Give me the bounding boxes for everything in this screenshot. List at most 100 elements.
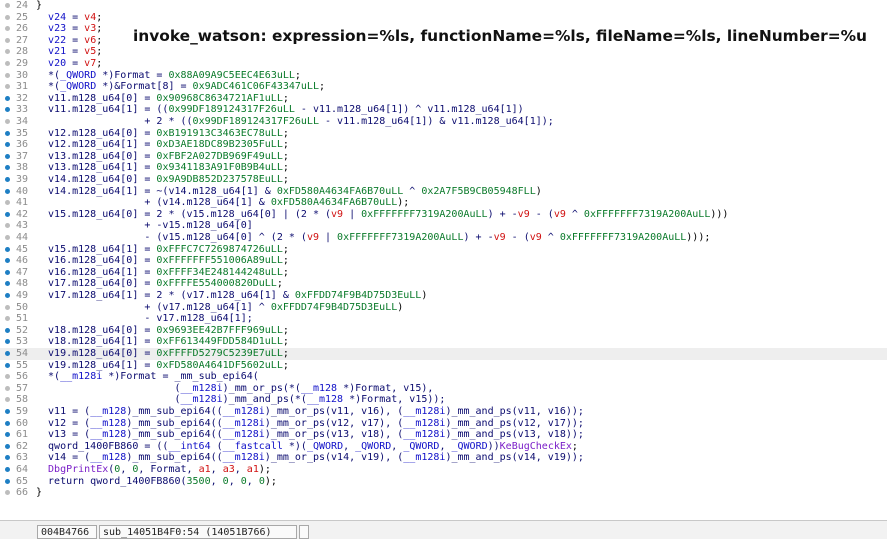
breakpoint-dot-icon[interactable] — [5, 153, 10, 159]
breakpoint-dot-icon[interactable] — [5, 362, 10, 368]
code-line[interactable]: 38 v13.m128_u64[1] = 0x9341183A91F0B9B4u… — [0, 162, 887, 174]
breakpoint-dot-icon[interactable] — [5, 455, 10, 461]
code-line[interactable]: 33 v11.m128_u64[1] = ((0x99DF189124317F2… — [0, 104, 887, 116]
code-line[interactable]: 58 (__m128i)_mm_and_ps(*(__m128 *)Format… — [0, 394, 887, 406]
code-line[interactable]: 43 + -v15.m128_u64[0] — [0, 220, 887, 232]
breakpoint-dot-icon[interactable] — [5, 467, 10, 472]
code-line[interactable]: 52 v18.m128_u64[0] = 0x9693EE42B7FFF969u… — [0, 325, 887, 337]
line-number: 34 — [15, 116, 28, 127]
code-line[interactable]: 53 v18.m128_u64[1] = 0xFF613449FDD584D1u… — [0, 336, 887, 348]
code-line[interactable]: 57 (__m128i)_mm_or_ps(*(__m128 *)Format,… — [0, 383, 887, 395]
breakpoint-dot-icon[interactable] — [5, 258, 10, 264]
gutter-dot-icon[interactable] — [5, 119, 10, 124]
gutter-dot-icon[interactable] — [5, 304, 10, 310]
gutter-dot-icon[interactable] — [5, 374, 10, 380]
gutter-dot-icon[interactable] — [5, 61, 10, 66]
code-line[interactable]: 60 v12 = (__m128)_mm_sub_epi64((__m128i)… — [0, 418, 887, 430]
code-line[interactable]: 32 v11.m128_u64[0] = 0x90968C8634721AF1u… — [0, 93, 887, 105]
breakpoint-dot-icon[interactable] — [5, 107, 10, 113]
code-line[interactable]: 48 v17.m128_u64[0] = 0xFFFFE554000820DuL… — [0, 278, 887, 290]
code-line[interactable]: 64 DbgPrintEx(0, 0, Format, a1, a3, a1); — [0, 464, 887, 476]
breakpoint-dot-icon[interactable] — [5, 281, 10, 287]
breakpoint-dot-icon[interactable] — [5, 478, 10, 484]
breakpoint-dot-icon[interactable] — [5, 130, 10, 136]
code-line[interactable]: 61 v13 = (__m128)_mm_sub_epi64((__m128i)… — [0, 429, 887, 441]
breakpoint-dot-icon[interactable] — [5, 420, 10, 426]
code-text: - v17.m128_u64[1]; — [36, 313, 253, 325]
code-line[interactable]: 40 v14.m128_u64[1] = ~(v14.m128_u64[1] &… — [0, 186, 887, 198]
code-line[interactable]: 66} — [0, 487, 887, 499]
code-line[interactable]: 59 v11 = (__m128)_mm_sub_epi64((__m128i)… — [0, 406, 887, 418]
code-line[interactable]: 42 v15.m128_u64[0] = 2 * (v15.m128_u64[0… — [0, 209, 887, 221]
code-line[interactable]: 28 v21 = v5; — [0, 46, 887, 58]
code-line[interactable]: 27 v22 = v6; — [0, 35, 887, 47]
gutter-dot-icon[interactable] — [5, 72, 10, 78]
breakpoint-dot-icon[interactable] — [5, 142, 10, 148]
line-number: 47 — [15, 266, 28, 278]
code-text: v12.m128_u64[0] = 0xB191913C3463EC78uLL; — [36, 127, 289, 139]
code-line[interactable]: 31 *(_QWORD *)&Format[8] = 0x9ADC461C06F… — [0, 81, 887, 93]
gutter-dot-icon[interactable] — [5, 490, 10, 496]
gutter-dot-icon[interactable] — [5, 385, 10, 391]
pseudocode-view[interactable]: 24}25 v24 = v4;26 v23 = v3;27 v22 = v6;2… — [0, 0, 887, 520]
breakpoint-dot-icon[interactable] — [5, 177, 10, 182]
code-line[interactable]: 56 *(__m128i *)Format = _mm_sub_epi64( — [0, 371, 887, 383]
code-line[interactable]: 26 v23 = v3; — [0, 23, 887, 35]
breakpoint-dot-icon[interactable] — [5, 409, 10, 414]
code-line[interactable]: 44 - (v15.m128_u64[0] ^ (2 * (v9 | 0xFFF… — [0, 232, 887, 244]
gutter-dot-icon[interactable] — [5, 3, 10, 8]
breakpoint-dot-icon[interactable] — [5, 339, 10, 345]
breakpoint-dot-icon[interactable] — [5, 165, 10, 171]
gutter-dot-icon[interactable] — [5, 235, 10, 240]
line-number: 40 — [15, 185, 28, 197]
gutter-dot-icon[interactable] — [5, 37, 10, 43]
code-line[interactable]: 45 v15.m128_u64[1] = 0xFFFC7C7269874726u… — [0, 244, 887, 256]
code-line[interactable]: 24} — [0, 0, 887, 12]
code-line[interactable]: 34 + 2 * ((0x99DF189124317F26uLL - v11.m… — [0, 116, 887, 128]
code-line[interactable]: 65 return qword_1400FB860(3500, 0, 0, 0)… — [0, 476, 887, 488]
gutter-dot-icon[interactable] — [5, 316, 10, 322]
breakpoint-dot-icon[interactable] — [5, 95, 10, 101]
breakpoint-dot-icon[interactable] — [5, 327, 10, 333]
code-line[interactable]: 29 v20 = v7; — [0, 58, 887, 70]
gutter-dot-icon[interactable] — [5, 26, 10, 32]
code-line[interactable]: 55 v19.m128_u64[1] = 0xFD580A4641DF5602u… — [0, 360, 887, 372]
gutter-dot-icon[interactable] — [5, 200, 10, 206]
code-line[interactable]: 37 v13.m128_u64[0] = 0xFBF2A027DB969F49u… — [0, 151, 887, 163]
gutter-dot-icon[interactable] — [5, 223, 10, 229]
code-line[interactable]: 30 *(_QWORD *)Format = 0x88A09A9C5EEC4E6… — [0, 70, 887, 82]
code-line[interactable]: 46 v16.m128_u64[0] = 0xFFFFFFF551006A89u… — [0, 255, 887, 267]
gutter-dot-icon[interactable] — [5, 84, 10, 90]
code-line[interactable]: 35 v12.m128_u64[0] = 0xB191913C3463EC78u… — [0, 128, 887, 140]
line-number: 24 — [15, 0, 28, 11]
breakpoint-dot-icon[interactable] — [5, 188, 10, 194]
code-text: v12.m128_u64[1] = 0xD3AE18DC89B2305FuLL; — [36, 139, 289, 151]
code-line[interactable]: 36 v12.m128_u64[1] = 0xD3AE18DC89B2305Fu… — [0, 139, 887, 151]
code-line[interactable]: 63 v14 = (__m128)_mm_sub_epi64((__m128i)… — [0, 452, 887, 464]
code-line[interactable]: 47 v16.m128_u64[1] = 0xFFFF34E248144248u… — [0, 267, 887, 279]
code-text: *(_QWORD *)&Format[8] = 0x9ADC461C06F433… — [36, 81, 326, 93]
breakpoint-dot-icon[interactable] — [5, 293, 10, 298]
code-line[interactable]: 51 - v17.m128_u64[1]; — [0, 313, 887, 325]
code-text: v22 = v6; — [48, 34, 103, 46]
breakpoint-dot-icon[interactable] — [5, 211, 10, 217]
code-line[interactable]: 54 v19.m128_u64[0] = 0xFFFFD5279C5239E7u… — [0, 348, 887, 360]
code-line[interactable]: 41 + (v14.m128_u64[1] & 0xFD580A4634FA6B… — [0, 197, 887, 209]
code-line[interactable]: 39 v14.m128_u64[0] = 0x9A9DB852D237578Eu… — [0, 174, 887, 186]
breakpoint-dot-icon[interactable] — [5, 432, 10, 438]
code-line[interactable]: 25 v24 = v4; — [0, 12, 887, 24]
code-text: v19.m128_u64[1] = 0xFD580A4641DF5602uLL; — [36, 359, 289, 371]
breakpoint-dot-icon[interactable] — [5, 351, 10, 356]
code-line[interactable]: 62 qword_1400FB860 = ((__int64 (__fastca… — [0, 441, 887, 453]
breakpoint-dot-icon[interactable] — [5, 443, 10, 449]
breakpoint-dot-icon[interactable] — [5, 269, 10, 275]
line-number: 49 — [15, 290, 28, 301]
code-line[interactable]: 49 v17.m128_u64[1] = 2 * (v17.m128_u64[1… — [0, 290, 887, 302]
overlay-caption: invoke_watson: expression=%ls, functionN… — [133, 27, 868, 45]
code-line[interactable]: 50 + (v17.m128_u64[1] ^ 0xFFDD74F9B4D75D… — [0, 302, 887, 314]
gutter-dot-icon[interactable] — [5, 397, 10, 403]
breakpoint-dot-icon[interactable] — [5, 246, 10, 252]
code-text: v11.m128_u64[0] = 0x90968C8634721AF1uLL; — [36, 92, 289, 104]
gutter-dot-icon[interactable] — [5, 49, 10, 55]
gutter-dot-icon[interactable] — [5, 14, 10, 20]
